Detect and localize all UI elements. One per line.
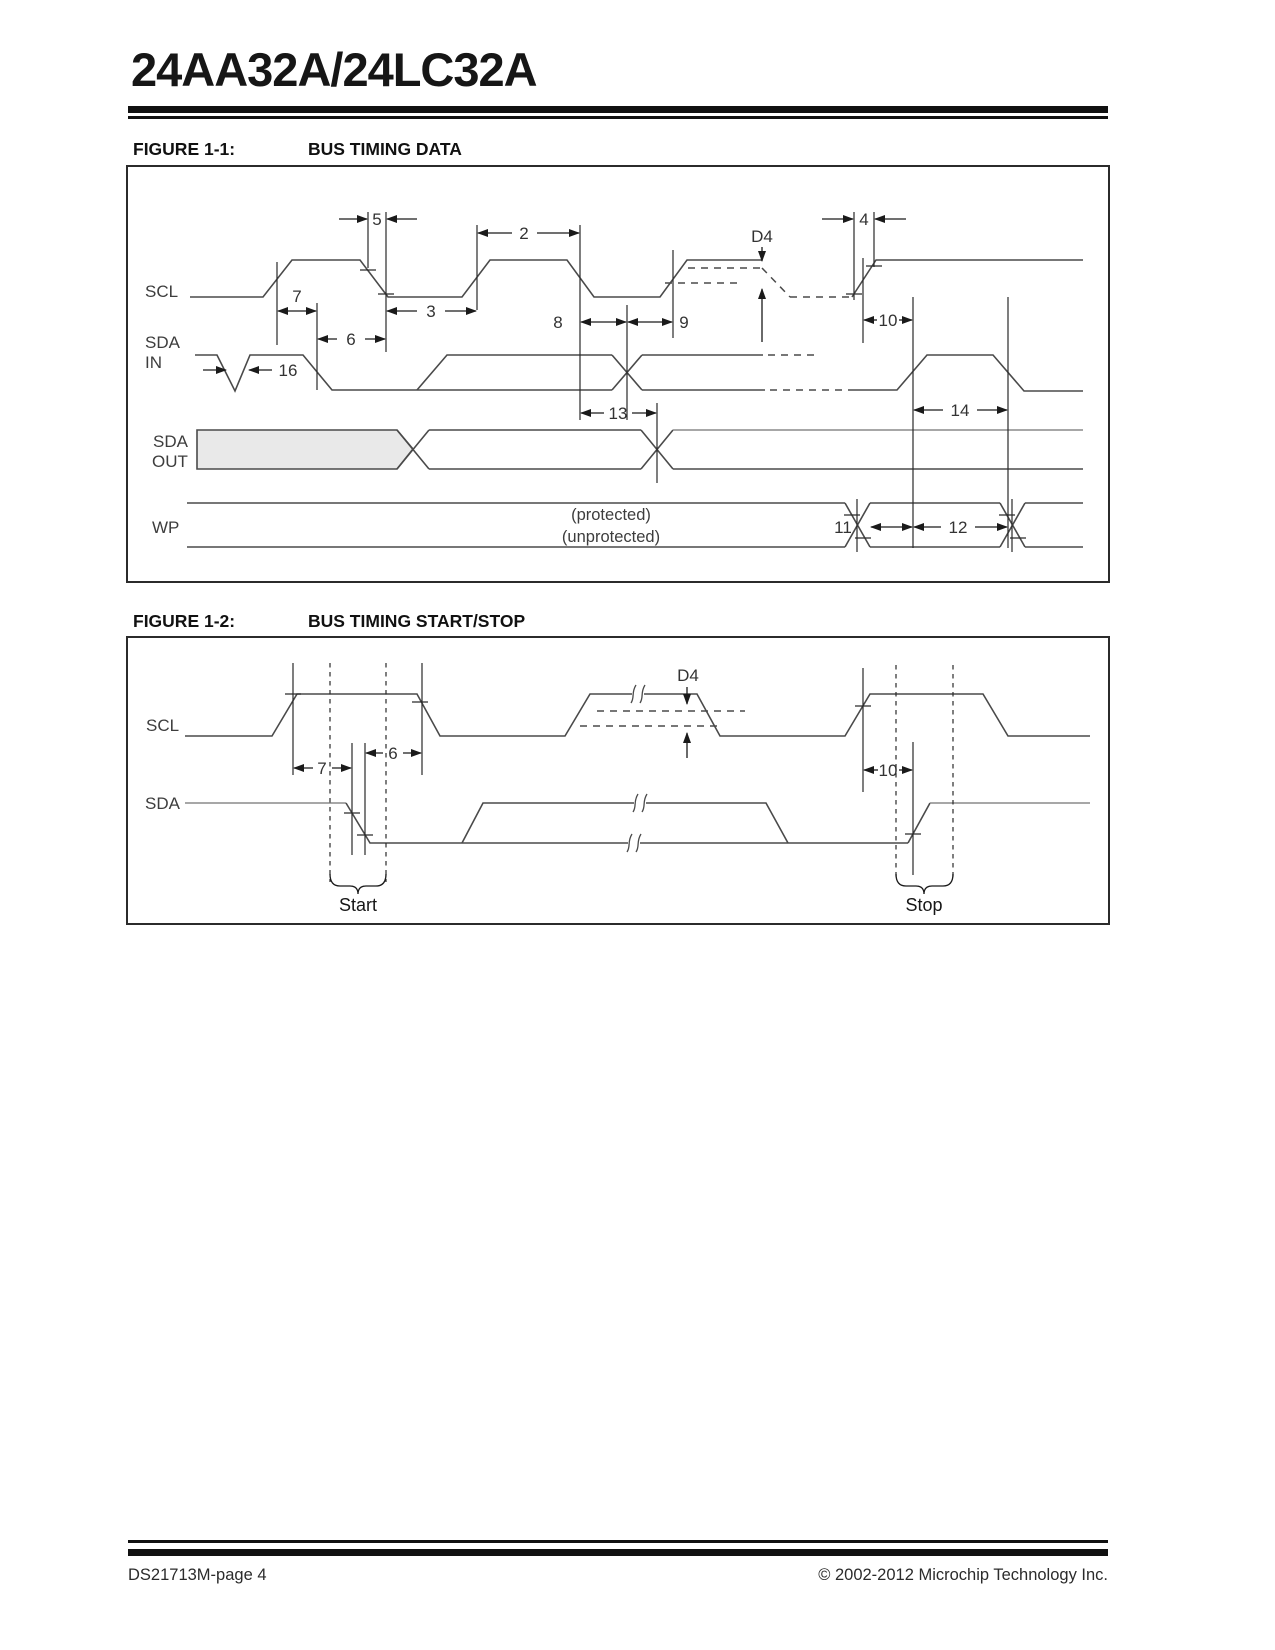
dim-label-10: 10	[879, 311, 898, 330]
dim-label-9: 9	[679, 313, 688, 332]
annotation-d4: D4	[751, 227, 773, 246]
figure1-reference-lines	[276, 212, 1026, 552]
sda-waveform-2	[185, 793, 1090, 853]
label-sda-in-2: IN	[145, 353, 162, 372]
dim-label-7: 7	[317, 759, 326, 778]
dim-label-8: 8	[553, 313, 562, 332]
figure1-signal-labels: SCL SDA IN SDA OUT WP (protected) (unpro…	[145, 282, 660, 546]
annotation-stop: Stop	[905, 895, 942, 915]
annotation-unprotected: (unprotected)	[562, 528, 660, 546]
dim-label-3: 3	[426, 302, 435, 321]
dim-label-6: 6	[388, 744, 397, 763]
figure1-diagram: 5 2 7 3 6 16 8 9 4 10 13 14 11 12 D4 SCL…	[126, 165, 1110, 583]
dim-label-5: 5	[372, 210, 381, 229]
figure1-caption-label: FIGURE 1-1:	[133, 139, 236, 159]
dim-label-14: 14	[951, 401, 970, 420]
sda-out-waveform	[196, 429, 1083, 470]
figure1-caption: FIGURE 1-1: BUS TIMING DATA	[133, 139, 733, 160]
annotation-d4: D4	[677, 666, 699, 685]
label-sda-in-1: SDA	[145, 333, 181, 352]
header-rule-thick	[128, 106, 1108, 113]
figure2-braces	[329, 873, 954, 895]
label-sda: SDA	[145, 794, 181, 813]
scl-break-gap	[632, 686, 644, 702]
sda-low-break-gap	[628, 835, 640, 851]
label-sda-out-2: OUT	[152, 452, 188, 471]
annotation-start: Start	[339, 895, 377, 915]
sda-high-break-gap	[634, 795, 646, 811]
start-brace	[329, 873, 387, 895]
dim-label-13: 13	[609, 404, 628, 423]
dim-label-16: 16	[279, 361, 298, 380]
dim-label-11: 11	[834, 518, 852, 537]
figure2-diagram: 7 6 10 D4 SCL SDA Start Stop	[126, 636, 1110, 925]
figure2-reference-lines	[285, 663, 954, 882]
label-scl: SCL	[146, 716, 179, 735]
label-sda-out-1: SDA	[153, 432, 189, 451]
scl-waveform	[190, 259, 1083, 298]
figure2-border	[126, 636, 1110, 925]
dim-label-4: 4	[859, 210, 868, 229]
figure1-dimension-labels: 5 2 7 3 6 16 8 9 4 10 13 14 11 12 D4	[279, 210, 970, 537]
scl-waveform-2	[185, 684, 1090, 737]
figure2-caption-label: FIGURE 1-2:	[133, 611, 236, 631]
footer-copyright: © 2002-2012 Microchip Technology Inc.	[818, 1566, 1108, 1584]
scl-break-icon	[630, 684, 646, 704]
dim-label-7: 7	[292, 287, 301, 306]
annotation-protected: (protected)	[571, 506, 651, 524]
figure2-dimension-arrows	[293, 687, 913, 774]
figure2-labels: 7 6 10 D4 SCL SDA Start Stop	[145, 666, 943, 915]
footer-rule-thin	[128, 1540, 1108, 1543]
page-title: 24AA32A/24LC32A	[131, 43, 538, 96]
figure1-caption-title: BUS TIMING DATA	[308, 139, 462, 159]
sda-low-break-icon	[626, 833, 642, 853]
label-scl: SCL	[145, 282, 178, 301]
dim-label-12: 12	[949, 518, 968, 537]
wp-waveform	[187, 502, 1083, 548]
sda-in-waveform	[195, 354, 1083, 393]
figure2-caption-title: BUS TIMING START/STOP	[308, 611, 526, 631]
sda-out-shaded-region	[196, 429, 415, 470]
header-rule-thin	[128, 116, 1108, 119]
sda-high-break-icon	[632, 793, 648, 813]
dim-label-2: 2	[519, 224, 528, 243]
figure1-border	[126, 165, 1110, 583]
stop-brace	[895, 873, 954, 895]
footer-doc-number: DS21713M-page 4	[128, 1566, 267, 1584]
footer-rule-thick	[128, 1549, 1108, 1556]
label-wp: WP	[152, 518, 179, 537]
figure2-caption: FIGURE 1-2: BUS TIMING START/STOP	[133, 611, 733, 632]
figure1-dimension-arrows	[203, 215, 1008, 531]
dim-label-10: 10	[879, 761, 898, 780]
dim-label-6: 6	[346, 330, 355, 349]
